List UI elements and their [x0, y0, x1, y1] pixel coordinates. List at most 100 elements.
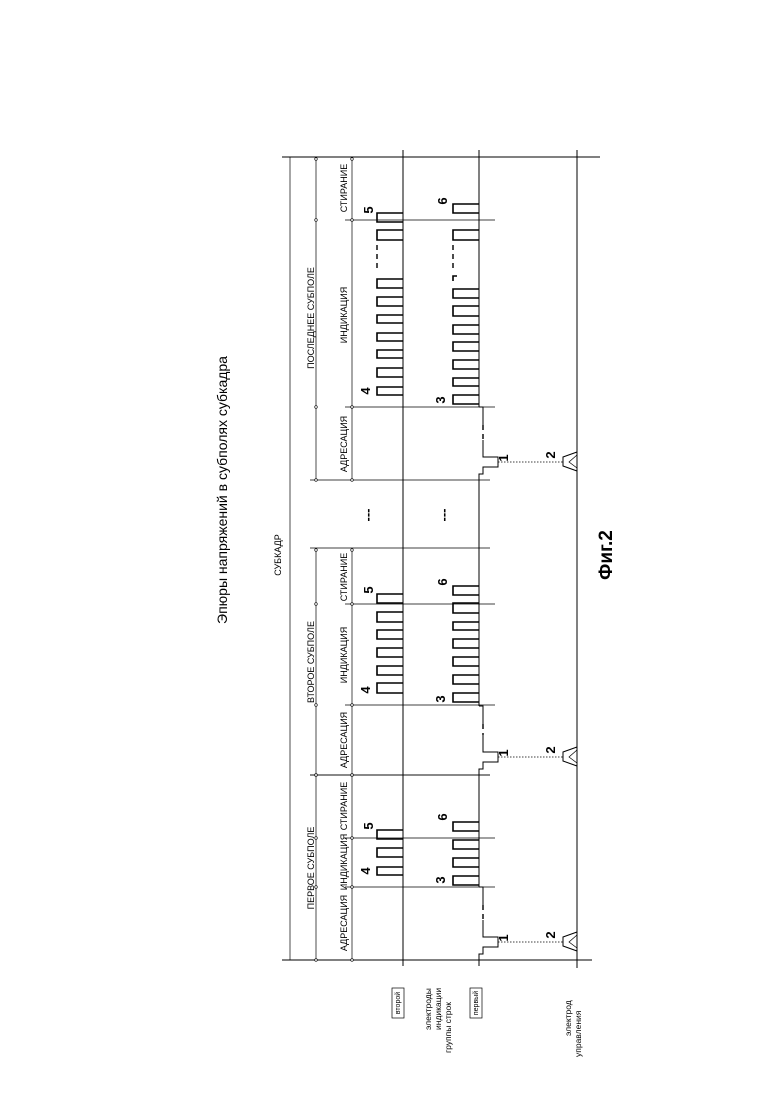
- ref-number-r2: 2: [543, 746, 558, 753]
- display-electrodes-line-2: индикации: [433, 988, 443, 1030]
- phase-label-addressing-1: АДРЕСАЦИЯ: [339, 895, 349, 951]
- ref-number-r5: 5: [361, 206, 376, 213]
- display-pulse-row-second: [377, 368, 403, 377]
- ref-number-r6: 6: [435, 578, 450, 585]
- figure-label: Фиг.2: [596, 530, 617, 580]
- phase-label-display-last: ИНДИКАЦИЯ: [339, 287, 349, 343]
- display-pulse-row-first: [453, 360, 479, 369]
- display-pulse-row-second: [377, 630, 403, 639]
- dimension-tick: [315, 959, 318, 962]
- control-electrode-line-2: управления: [573, 1010, 583, 1057]
- display-pulse-row-second: [377, 666, 403, 675]
- display-pulse-row-second: [377, 387, 403, 395]
- display-pulse-row-first: [453, 639, 479, 648]
- display-pulse-row-first: [453, 675, 479, 684]
- display-pulse-row-first: [453, 622, 479, 630]
- control-pulse-inner: [569, 750, 577, 763]
- display-pulse-row-second: [377, 315, 403, 323]
- dimension-tick: [315, 774, 318, 777]
- display-pulse-row-first: [453, 306, 479, 316]
- diagram-title: Эпюры напряжений в субполях субкадра: [214, 356, 230, 624]
- display-pulse-row-first: [453, 378, 479, 386]
- display-pulse-row-second: [377, 297, 403, 306]
- dimension-tick: [351, 704, 354, 707]
- phase-label-erase-last: СТИРАНИЕ: [339, 164, 349, 213]
- display-pulse-row-second: [377, 350, 403, 358]
- dimension-tick: [351, 219, 354, 222]
- dimension-tick: [315, 704, 318, 707]
- row-tag-first: первый: [470, 988, 482, 1018]
- dimension-tick: [315, 158, 318, 161]
- phase-label-display-2: ИНДИКАЦИЯ: [339, 627, 349, 683]
- control-electrode-line-1: электрод: [563, 1000, 573, 1036]
- display-pulse-row-first: [453, 693, 479, 702]
- ref-number-r3: 3: [433, 695, 448, 702]
- dimension-tick: [315, 219, 318, 222]
- ref-number-r2: 2: [543, 931, 558, 938]
- waveform-lines: [282, 150, 600, 968]
- display-pulse-row-first: [453, 586, 479, 595]
- control-pulse-inner: [569, 935, 577, 948]
- display-pulse-partial: [453, 276, 457, 281]
- phase-label-addressing-last: АДРЕСАЦИЯ: [339, 416, 349, 472]
- ref-number-r6: 6: [435, 813, 450, 820]
- row-tag-second: второй: [392, 988, 404, 1018]
- display-pulse-row-first: [453, 840, 479, 849]
- ref-number-r4: 4: [358, 387, 373, 395]
- ellipsis-row-second: ---: [360, 509, 375, 522]
- display-pulse-row-second: [377, 612, 403, 622]
- subframe-label: СУБКАДР: [273, 534, 283, 575]
- ellipsis-row-first: ---: [436, 509, 451, 522]
- display-pulse-row-second: [377, 867, 403, 875]
- dimension-tick: [315, 406, 318, 409]
- dimension-tick: [315, 837, 318, 840]
- ref-number-r4: 4: [358, 686, 373, 694]
- display-pulse-row-first: [453, 204, 479, 213]
- display-electrodes-line-1: электроды: [423, 988, 433, 1030]
- display-pulse-row-first: [453, 858, 479, 867]
- dimension-tick: [351, 959, 354, 962]
- phase-label-addressing-2: АДРЕСАЦИЯ: [339, 712, 349, 768]
- display-pulse-row-first: [453, 822, 479, 831]
- control-electrode-label: электрод управления: [563, 1000, 583, 1057]
- dimension-tick: [315, 886, 318, 889]
- ref-number-r3: 3: [433, 876, 448, 883]
- dimension-tick: [351, 158, 354, 161]
- row-first-step: [479, 706, 483, 724]
- ref-number-r3: 3: [433, 396, 448, 403]
- display-pulse-row-first: [453, 342, 479, 351]
- display-pulse-row-first: [453, 395, 479, 404]
- phase-label-erase-2: СТИРАНИЕ: [339, 553, 349, 602]
- display-pulse-row-second: [377, 333, 403, 341]
- display-pulse-row-second: [377, 848, 403, 857]
- row-first-step: [479, 887, 483, 905]
- display-pulse-row-first: [453, 325, 479, 334]
- ref-number-r5: 5: [361, 822, 376, 829]
- display-pulse-row-first: [453, 289, 479, 298]
- row-first-step: [479, 407, 483, 425]
- dimension-tick: [315, 549, 318, 552]
- ref-number-r4: 4: [358, 867, 373, 875]
- dimension-tick: [315, 479, 318, 482]
- display-pulse-row-first: [453, 876, 479, 885]
- display-pulse-row-first: [453, 657, 479, 666]
- row-tag-second-text: второй: [394, 992, 402, 1014]
- subfield-label-second: ВТОРОЕ СУБПОЛЕ: [306, 621, 316, 703]
- display-pulse-row-second: [377, 230, 403, 240]
- display-pulse-row-first: [453, 230, 479, 240]
- display-pulse-row-second: [377, 279, 403, 288]
- display-pulse-row-first: [453, 603, 479, 613]
- dimension-tick: [315, 603, 318, 606]
- dimension-tick: [351, 406, 354, 409]
- ref-number-r5: 5: [361, 586, 376, 593]
- dimension-tick: [351, 837, 354, 840]
- display-pulse-row-second: [377, 594, 403, 603]
- ref-number-r2: 2: [543, 451, 558, 458]
- display-electrodes-line-3: группы строк: [443, 1002, 453, 1053]
- subfield-label-first: ПЕРВОЕ СУБПОЛЕ: [306, 827, 316, 910]
- subfield-label-last: ПОСЛЕДНЕЕ СУБПОЛЕ: [306, 267, 316, 369]
- phase-label-display-1: ИНДИКАЦИЯ: [339, 834, 349, 890]
- display-pulse-row-second: [377, 648, 403, 657]
- row-tag-first-text: первый: [472, 991, 480, 1015]
